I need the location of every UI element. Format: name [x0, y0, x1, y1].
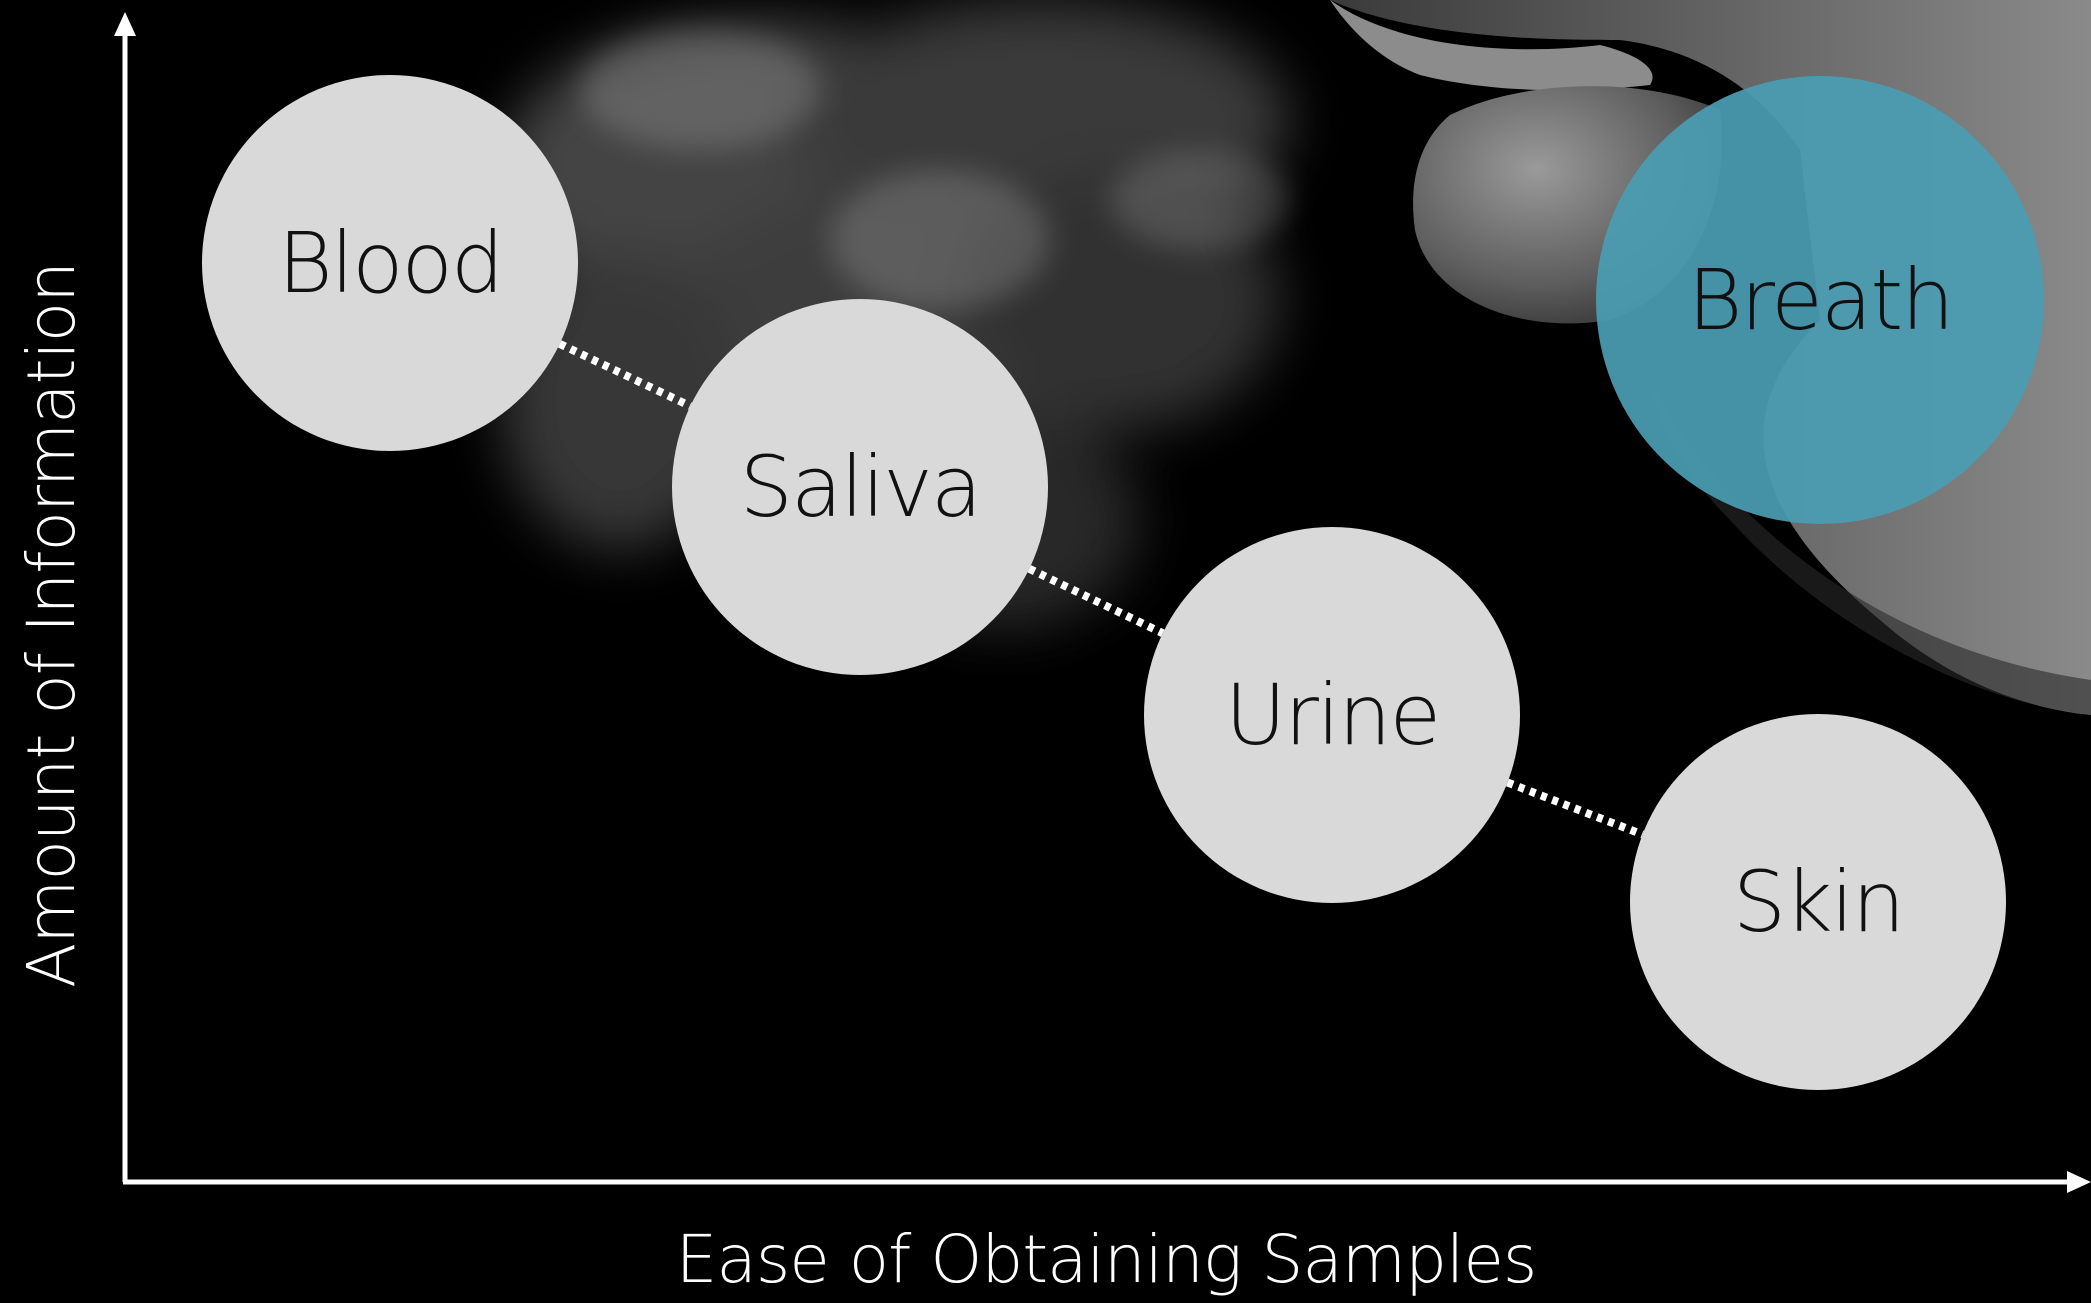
- node-label-blood: Blood: [278, 214, 502, 312]
- node-saliva: Saliva: [672, 299, 1048, 675]
- node-label-saliva: Saliva: [740, 438, 981, 536]
- x-axis-arrowhead: [2067, 1171, 2091, 1193]
- node-label-breath: Breath: [1687, 251, 1952, 349]
- node-breath: Breath: [1596, 76, 2044, 524]
- y-axis-label: Amount of Information: [13, 262, 90, 988]
- node-blood: Blood: [202, 75, 578, 451]
- x-axis-label: Ease of Obtaining Samples: [676, 1221, 1537, 1298]
- connector-urine-skin: [1507, 783, 1642, 835]
- node-label-urine: Urine: [1225, 666, 1439, 764]
- node-skin: Skin: [1630, 714, 2006, 1090]
- node-label-skin: Skin: [1733, 853, 1904, 951]
- node-urine: Urine: [1144, 527, 1520, 903]
- y-axis-arrowhead: [114, 12, 136, 36]
